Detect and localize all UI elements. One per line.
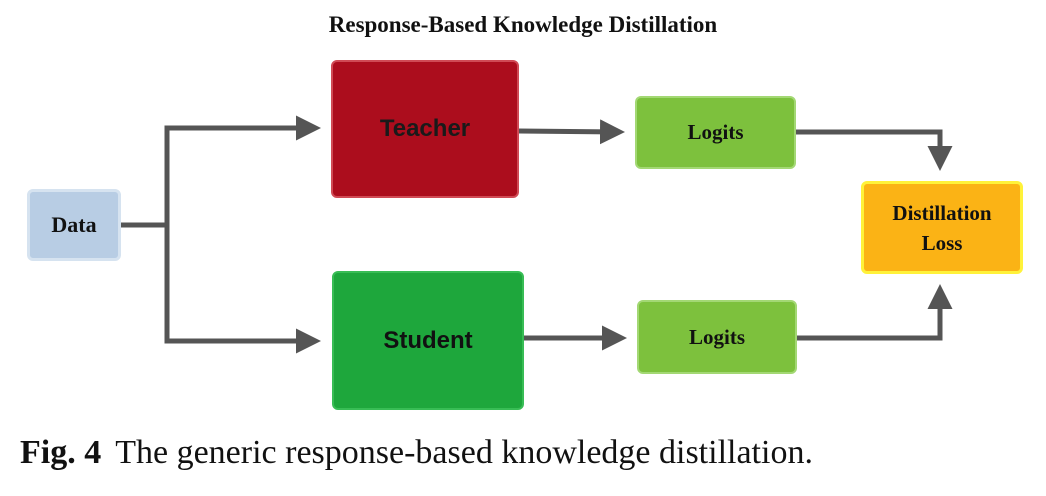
node-logits-student: Logits: [637, 300, 797, 374]
figure-caption: Fig. 4 The generic response-based knowled…: [20, 434, 1030, 472]
edge-logits-student-loss: [797, 284, 953, 341]
edge-logits-teacher-loss: [796, 129, 953, 171]
node-logits-teacher: Logits: [635, 96, 796, 169]
node-distillation-loss: Distillation Loss: [861, 181, 1023, 274]
edge-data-teacher: [164, 115, 321, 225]
node-student: Student: [332, 271, 524, 410]
edge-data-student: [164, 225, 321, 354]
node-teacher-label: Teacher: [379, 115, 471, 142]
node-student-label: Student: [383, 326, 473, 354]
figure-caption-text: The generic response-based knowledge dis…: [115, 434, 813, 471]
node-data-label: Data: [51, 212, 97, 237]
diagram-title: Response-Based Knowledge Distillation: [328, 12, 718, 37]
node-data: Data: [27, 189, 121, 261]
node-loss-label-line1: Distillation: [892, 200, 992, 225]
figure-label: Fig. 4: [20, 434, 102, 471]
node-logits-student-label: Logits: [688, 324, 745, 349]
node-loss-label-line2: Loss: [921, 230, 963, 255]
node-teacher: Teacher: [331, 60, 519, 198]
edge-teacher-logits: [518, 119, 625, 145]
node-logits-teacher-label: Logits: [687, 120, 744, 144]
